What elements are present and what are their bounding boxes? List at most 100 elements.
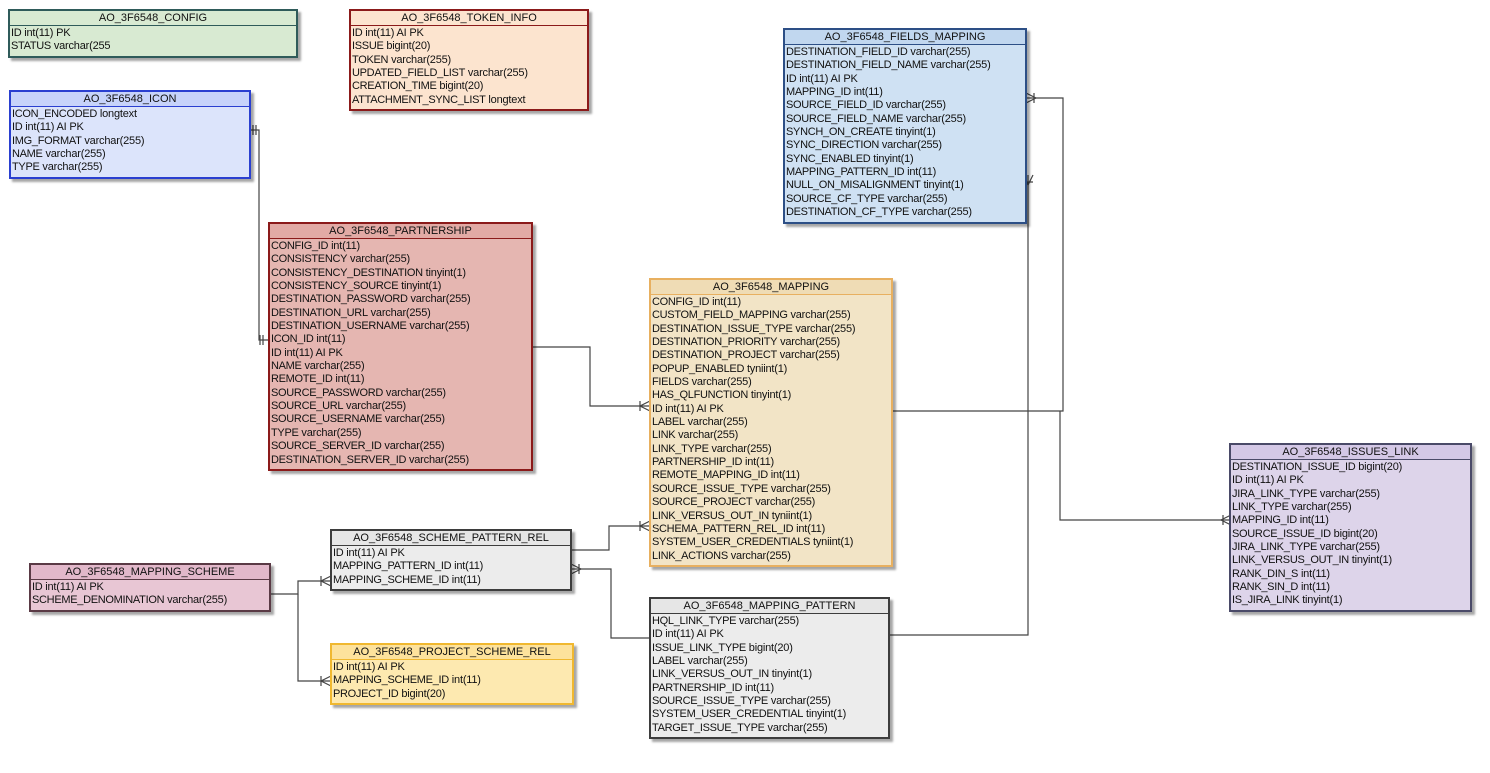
column-row[interactable]: SOURCE_USERNAME varchar(255) xyxy=(271,413,530,426)
column-row[interactable]: MAPPING_SCHEME_ID int(11) xyxy=(333,674,571,687)
column-row[interactable]: SYNC_ENABLED tinyint(1) xyxy=(786,153,1024,166)
column-row[interactable]: ID int(11) AI PK xyxy=(271,347,530,360)
column-row[interactable]: SOURCE_CF_TYPE varchar(255) xyxy=(786,193,1024,206)
column-row[interactable]: LABEL varchar(255) xyxy=(652,655,887,668)
column-row[interactable]: SCHEME_DENOMINATION varchar(255) xyxy=(32,594,268,607)
column-row[interactable]: RANK_SIN_D int(11) xyxy=(1232,581,1469,594)
column-row[interactable]: LABEL varchar(255) xyxy=(652,416,890,429)
column-row[interactable]: LINK_ACTIONS varchar(255) xyxy=(652,550,890,563)
column-row[interactable]: IS_JIRA_LINK tinyint(1) xyxy=(1232,594,1469,607)
column-row[interactable]: MAPPING_ID int(11) xyxy=(1232,514,1469,527)
column-row[interactable]: LINK_VERSUS_OUT_IN tyniint(1) xyxy=(652,510,890,523)
column-row[interactable]: SOURCE_PROJECT varchar(255) xyxy=(652,496,890,509)
column-row[interactable]: LINK_VERSUS_OUT_IN tinyint(1) xyxy=(652,668,887,681)
column-row[interactable]: REMOTE_ID int(11) xyxy=(271,373,530,386)
column-row[interactable]: DESTINATION_SERVER_ID varchar(255) xyxy=(271,454,530,467)
column-row[interactable]: SOURCE_SERVER_ID varchar(255) xyxy=(271,440,530,453)
column-row[interactable]: MAPPING_SCHEME_ID int(11) xyxy=(333,574,569,587)
column-row[interactable]: ICON_ENCODED longtext xyxy=(12,108,248,121)
column-row[interactable]: SCHEMA_PATTERN_REL_ID int(11) xyxy=(652,523,890,536)
column-row[interactable]: MAPPING_ID int(11) xyxy=(786,86,1024,99)
column-row[interactable]: LINK_TYPE varchar(255) xyxy=(652,443,890,456)
column-row[interactable]: CUSTOM_FIELD_MAPPING varchar(255) xyxy=(652,309,890,322)
column-row[interactable]: REMOTE_MAPPING_ID int(11) xyxy=(652,469,890,482)
column-row[interactable]: MAPPING_PATTERN_ID int(11) xyxy=(786,166,1024,179)
column-row[interactable]: TARGET_ISSUE_TYPE varchar(255) xyxy=(652,722,887,735)
column-row[interactable]: DESTINATION_PROJECT varchar(255) xyxy=(652,349,890,362)
column-row[interactable]: TYPE varchar(255) xyxy=(12,161,248,174)
column-row[interactable]: ID int(11) AI PK xyxy=(32,581,268,594)
column-row[interactable]: NAME varchar(255) xyxy=(12,148,248,161)
column-row[interactable]: PARTNERSHIP_ID int(11) xyxy=(652,456,890,469)
column-row[interactable]: ID int(11) AI PK xyxy=(652,628,887,641)
column-row[interactable]: CREATION_TIME bigint(20) xyxy=(352,80,586,93)
column-row[interactable]: DESTINATION_CF_TYPE varchar(255) xyxy=(786,206,1024,219)
column-row[interactable]: PARTNERSHIP_ID int(11) xyxy=(652,682,887,695)
column-row[interactable]: DESTINATION_URL varchar(255) xyxy=(271,307,530,320)
column-row[interactable]: ICON_ID int(11) xyxy=(271,333,530,346)
column-row[interactable]: ID int(11) AI PK xyxy=(333,661,571,674)
column-row[interactable]: SYNC_DIRECTION varchar(255) xyxy=(786,139,1024,152)
column-row[interactable]: UPDATED_FIELD_LIST varchar(255) xyxy=(352,67,586,80)
column-row[interactable]: ISSUE bigint(20) xyxy=(352,40,586,53)
column-row[interactable]: ID int(11) AI PK xyxy=(352,27,586,40)
column-row[interactable]: ATTACHMENT_SYNC_LIST longtext xyxy=(352,94,586,107)
column-row[interactable]: DESTINATION_ISSUE_ID bigint(20) xyxy=(1232,461,1469,474)
column-row[interactable]: CONSISTENCY_DESTINATION tinyint(1) xyxy=(271,267,530,280)
column-row[interactable]: LINK varchar(255) xyxy=(652,429,890,442)
column-row[interactable]: DESTINATION_PRIORITY varchar(255) xyxy=(652,336,890,349)
column-row[interactable]: CONSISTENCY varchar(255) xyxy=(271,253,530,266)
column-row[interactable]: IMG_FORMAT varchar(255) xyxy=(12,135,248,148)
column-row[interactable]: HQL_LINK_TYPE varchar(255) xyxy=(652,615,887,628)
column-row[interactable]: ID int(11) AI PK xyxy=(12,121,248,134)
column-row[interactable]: SOURCE_ISSUE_ID bigint(20) xyxy=(1232,528,1469,541)
column-row[interactable]: CONFIG_ID int(11) xyxy=(271,240,530,253)
column-row[interactable]: DESTINATION_ISSUE_TYPE varchar(255) xyxy=(652,323,890,336)
column-row[interactable]: SOURCE_URL varchar(255) xyxy=(271,400,530,413)
column-row[interactable]: JIRA_LINK_TYPE varchar(255) xyxy=(1232,541,1469,554)
column-row[interactable]: DESTINATION_FIELD_ID varchar(255) xyxy=(786,46,1024,59)
column-row[interactable]: ISSUE_LINK_TYPE bigint(20) xyxy=(652,642,887,655)
column-row[interactable]: DESTINATION_FIELD_NAME varchar(255) xyxy=(786,59,1024,72)
column-row[interactable]: STATUS varchar(255 xyxy=(11,40,295,53)
column-row[interactable]: DESTINATION_USERNAME varchar(255) xyxy=(271,320,530,333)
column-row[interactable]: SOURCE_FIELD_ID varchar(255) xyxy=(786,99,1024,112)
column-row[interactable]: HAS_QLFUNCTION tinyint(1) xyxy=(652,389,890,402)
column-row[interactable]: TYPE varchar(255) xyxy=(271,427,530,440)
column-row[interactable]: LINK_TYPE varchar(255) xyxy=(1232,501,1469,514)
column-row[interactable]: SOURCE_ISSUE_TYPE varchar(255) xyxy=(652,483,890,496)
column-row[interactable]: RANK_DIN_S int(11) xyxy=(1232,568,1469,581)
column-row[interactable]: SOURCE_PASSWORD varchar(255) xyxy=(271,387,530,400)
column-row[interactable]: LINK_VERSUS_OUT_IN tinyint(1) xyxy=(1232,554,1469,567)
column-row[interactable]: ID int(11) AI PK xyxy=(786,73,1024,86)
column-row[interactable]: TOKEN varchar(255) xyxy=(352,54,586,67)
column-row[interactable]: MAPPING_PATTERN_ID int(11) xyxy=(333,560,569,573)
column-row[interactable]: SOURCE_ISSUE_TYPE varchar(255) xyxy=(652,695,887,708)
column-row[interactable]: FIELDS varchar(255) xyxy=(652,376,890,389)
column-row[interactable]: DESTINATION_PASSWORD varchar(255) xyxy=(271,293,530,306)
column-row[interactable]: SYNCH_ON_CREATE tinyint(1) xyxy=(786,126,1024,139)
column-row[interactable]: SOURCE_FIELD_NAME varchar(255) xyxy=(786,113,1024,126)
column-row[interactable]: PROJECT_ID bigint(20) xyxy=(333,688,571,701)
column-row[interactable]: CONFIG_ID int(11) xyxy=(652,296,890,309)
column-row[interactable]: ID int(11) AI PK xyxy=(1232,474,1469,487)
column-row[interactable]: SYSTEM_USER_CREDENTIALS tyniint(1) xyxy=(652,536,890,549)
column-row[interactable]: CONSISTENCY_SOURCE tinyint(1) xyxy=(271,280,530,293)
column-row[interactable]: JIRA_LINK_TYPE varchar(255) xyxy=(1232,488,1469,501)
column-row[interactable]: ID int(11) PK xyxy=(11,27,295,40)
column-row[interactable]: NULL_ON_MISALIGNMENT tinyint(1) xyxy=(786,179,1024,192)
column-row[interactable]: ID int(11) AI PK xyxy=(652,403,890,416)
column-row[interactable]: ID int(11) AI PK xyxy=(333,547,569,560)
column-row[interactable]: POPUP_ENABLED tyniint(1) xyxy=(652,363,890,376)
